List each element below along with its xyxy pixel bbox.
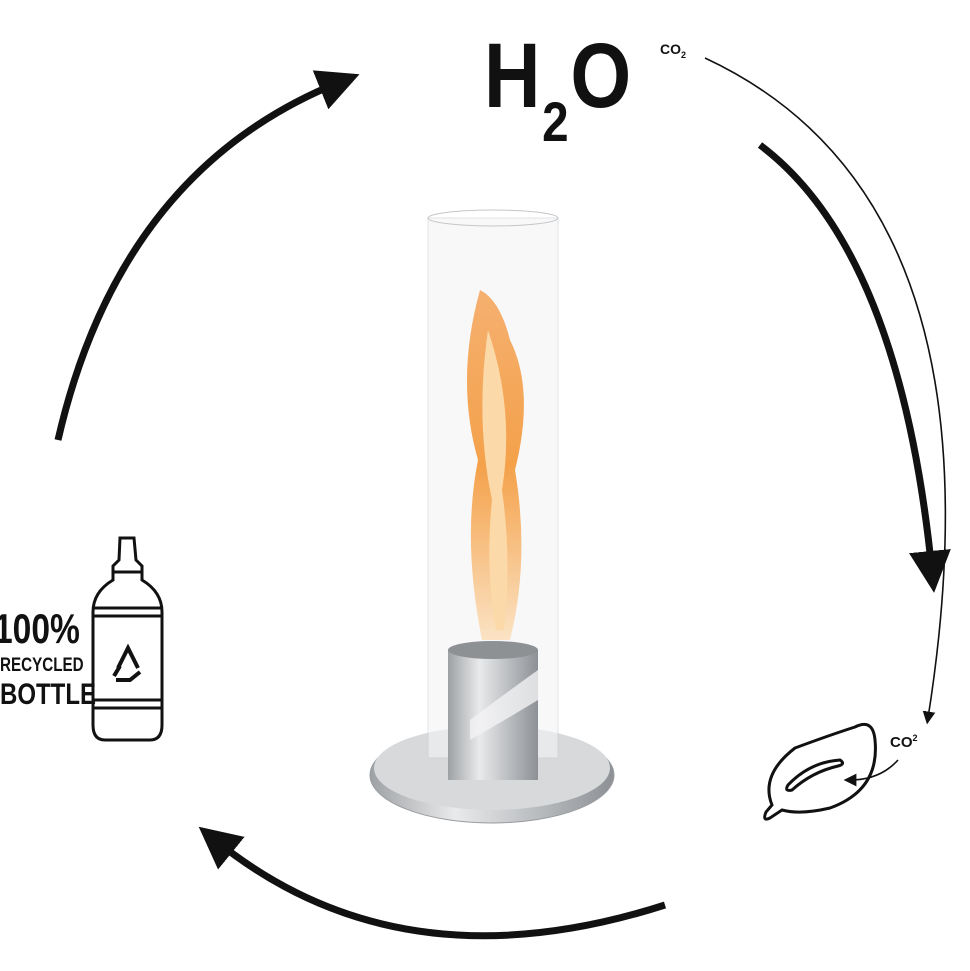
cycle-arrow-bottom [198, 826, 667, 940]
h2o-o: O [570, 25, 633, 127]
co2-top-sub: 2 [681, 49, 687, 60]
bottle-text-percent: 100% [0, 605, 80, 652]
h2o-label: H2O [484, 30, 633, 150]
co2-thin-arrow [704, 57, 947, 725]
fire-pit-image [369, 209, 615, 824]
h2o-subscript: 2 [542, 90, 571, 153]
bottle-icon [91, 536, 164, 742]
cycle-arrow-right [757, 142, 951, 593]
bottle-text-bottle: BOTTLE [0, 678, 96, 711]
bottle-text-recycled: RECYCLED [0, 655, 84, 676]
recycle-icon [112, 643, 142, 682]
co2-top-main: CO [660, 41, 681, 57]
co2-top-label: CO2 [660, 42, 686, 60]
co2-leaf-sup: 2 [912, 733, 918, 743]
cycle-arrow-top-left [54, 70, 360, 441]
h2o-h: H [484, 25, 543, 127]
leaf-icon [763, 722, 899, 821]
co2-leaf-main: CO [890, 734, 913, 751]
co2-leaf-label: CO2 [890, 733, 918, 751]
